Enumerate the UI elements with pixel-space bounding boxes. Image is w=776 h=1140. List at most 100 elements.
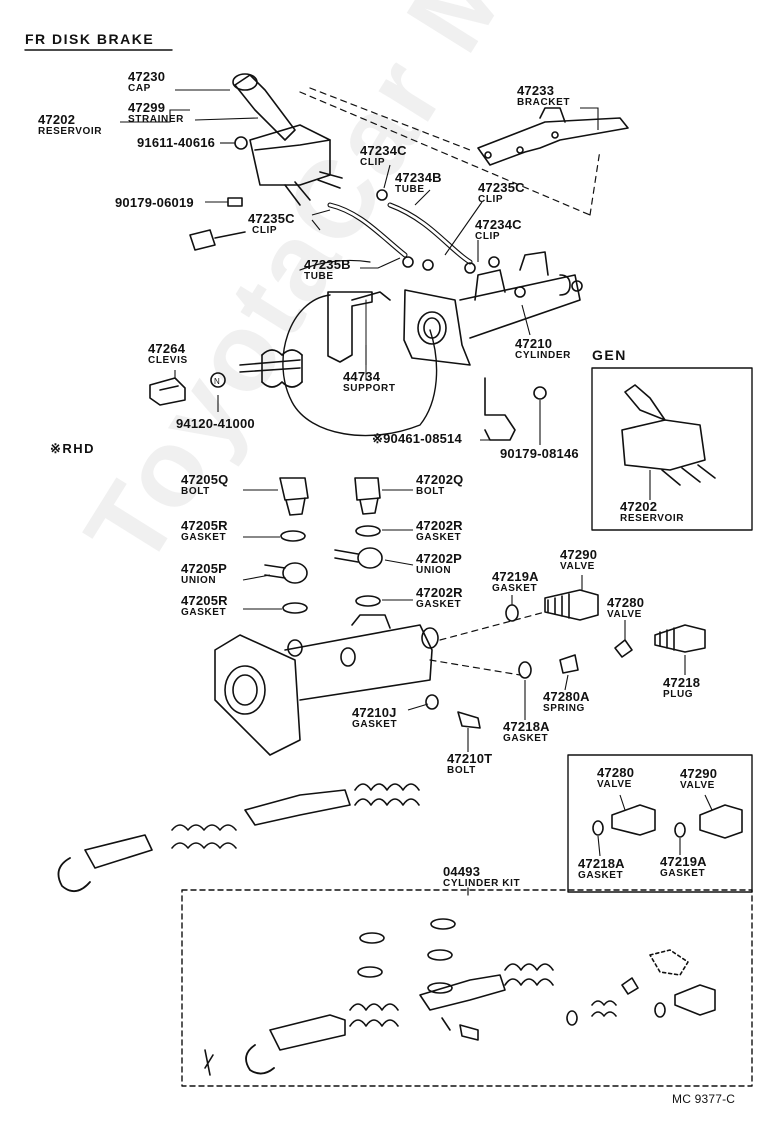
cylinder-kit-number: 04493: [443, 864, 481, 879]
tube-icons: [327, 189, 500, 274]
part-47233-label: BRACKET: [517, 97, 571, 108]
rhd-hardware-icons: [264, 477, 383, 614]
part-47235c-b-label: CLIP: [478, 194, 504, 205]
part-90179a-number: 90179-06019: [115, 195, 194, 210]
cylinder-kit-frame: [181, 889, 753, 1087]
part-47234c-a-number: 47234C: [360, 143, 407, 158]
part-47235b-number: 47235B: [304, 257, 351, 272]
part-47205p-number: 47205P: [181, 561, 228, 576]
inset-47218a-number: 47218A: [578, 856, 625, 871]
part-47202r-a-number: 47202R: [416, 518, 463, 533]
reservoir-icon: [189, 73, 343, 251]
valve-inset-frame: [567, 754, 753, 893]
part-47299-label: STRAINER: [128, 114, 184, 125]
part-47264-label: CLEVIS: [148, 355, 188, 366]
support-bracket-icon: [327, 291, 391, 381]
svg-text:N: N: [214, 377, 220, 386]
part-47280a-label: SPRING: [543, 703, 585, 714]
part-47202q-number: 47202Q: [416, 472, 464, 487]
part-47234b-label: TUBE: [395, 184, 425, 195]
part-44734-label: SUPPORT: [343, 383, 396, 394]
guide-lines-rhd: [429, 611, 546, 676]
part-47234c-b-label: CLIP: [475, 231, 501, 242]
brake-booster-icon: [239, 259, 438, 437]
gen-section-label: GEN: [592, 347, 627, 363]
part-47202r-b-number: 47202R: [416, 585, 463, 600]
part-47219a-number: 47219A: [492, 569, 539, 584]
rhd-section-label: ※RHD: [50, 441, 96, 456]
gen-reservoir-number: 47202: [620, 499, 658, 514]
part-47233-number: 47233: [517, 83, 555, 98]
inset-47218a-label: GASKET: [578, 870, 624, 881]
reservoir-bracket-icon: [477, 107, 629, 166]
part-47205q-number: 47205Q: [181, 472, 229, 487]
part-47202q-label: BOLT: [416, 486, 445, 497]
valve-spring-icons: [425, 589, 706, 729]
gen-reservoir-label: RESERVOIR: [620, 513, 685, 524]
part-91611-number: 91611-40616: [137, 135, 216, 150]
part-47235c-a-number: 47235C: [248, 211, 295, 226]
part-47235c-a-label: CLIP: [252, 225, 278, 236]
part-90179b-number: 90179-08146: [500, 446, 579, 461]
part-47219a-label: GASKET: [492, 583, 538, 594]
part-47205r-b-number: 47205R: [181, 593, 228, 608]
part-47210t-label: BOLT: [447, 765, 476, 776]
part-47218a-label: GASKET: [503, 733, 549, 744]
part-47234c-b-number: 47234C: [475, 217, 522, 232]
part-47280-number: 47280: [607, 595, 645, 610]
part-47210t-number: 47210T: [447, 751, 493, 766]
gen-inset-frame: [591, 367, 753, 531]
part-47290-label: VALVE: [560, 561, 595, 572]
part-47235c-b-number: 47235C: [478, 180, 525, 195]
part-94120-number: 94120-41000: [176, 416, 255, 431]
part-47202-label: RESERVOIR: [38, 126, 103, 137]
part-47210j-number: 47210J: [352, 705, 397, 720]
part-47210-number: 47210: [515, 336, 553, 351]
part-47290-number: 47290: [560, 547, 598, 562]
rhd-master-cylinder-icon: [214, 614, 439, 756]
part-47202p-number: 47202P: [416, 551, 463, 566]
part-47205r-b-label: GASKET: [181, 607, 227, 618]
part-44734-number: 44734: [343, 369, 381, 384]
part-47280-label: VALVE: [607, 609, 642, 620]
inset-valve-icons: [592, 804, 743, 839]
part-47202r-a-label: GASKET: [416, 532, 462, 543]
part-47218-label: PLUG: [663, 689, 694, 700]
part-47299-number: 47299: [128, 100, 166, 115]
part-47205r-a-number: 47205R: [181, 518, 228, 533]
part-47218a-number: 47218A: [503, 719, 550, 734]
part-47234b-number: 47234B: [395, 170, 442, 185]
inset-47219a-number: 47219A: [660, 854, 707, 869]
part-47230-label: CAP: [128, 83, 151, 94]
part-47234c-a-label: CLIP: [360, 157, 386, 168]
inset-47219a-label: GASKET: [660, 868, 706, 879]
part-47205q-label: BOLT: [181, 486, 210, 497]
part-90461-number: ※90461-08514: [372, 431, 462, 446]
part-47280a-number: 47280A: [543, 689, 590, 704]
inset-47280-label: VALVE: [597, 779, 632, 790]
nut-94120-icon: [210, 372, 226, 388]
part-47210-label: CYLINDER: [515, 350, 571, 361]
part-47235b-label: TUBE: [304, 271, 334, 282]
inset-47290-label: VALVE: [680, 780, 715, 791]
kit-component-icons: [204, 918, 716, 1076]
part-47202-number: 47202: [38, 112, 76, 127]
guide-lines-top: [299, 87, 601, 216]
part-47202r-b-label: GASKET: [416, 599, 462, 610]
inset-47290-number: 47290: [680, 766, 718, 781]
part-47210j-label: GASKET: [352, 719, 398, 730]
part-47230-number: 47230: [128, 69, 166, 84]
page-title: FR DISK BRAKE: [25, 31, 155, 47]
master-cylinder-top-icon: [403, 251, 583, 366]
part-47202p-label: UNION: [416, 565, 452, 576]
cylinder-kit-label: CYLINDER KIT: [443, 878, 521, 889]
footer-code: MC 9377-C: [672, 1092, 736, 1106]
nut-icon: [533, 386, 547, 400]
gen-reservoir-icon: [621, 384, 716, 486]
piston-assembly-icon: [57, 783, 420, 892]
part-47205r-a-label: GASKET: [181, 532, 227, 543]
part-47205p-label: UNION: [181, 575, 217, 586]
